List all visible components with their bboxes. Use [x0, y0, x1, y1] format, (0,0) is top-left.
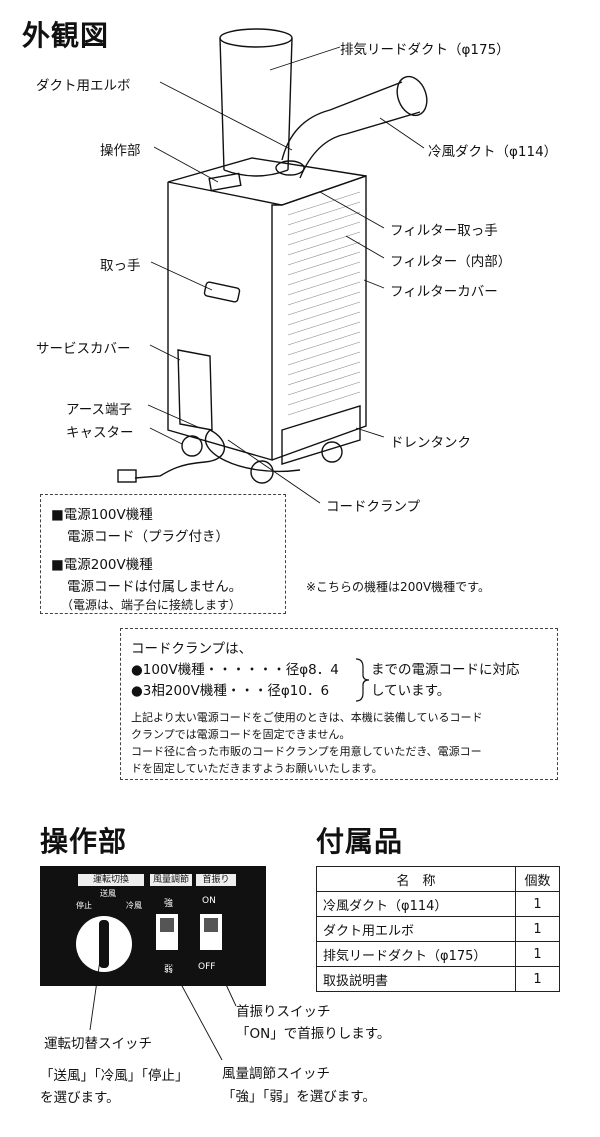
row-qty: 1 [515, 966, 560, 992]
label-exhaust-duct: 排気リードダクト（φ175） [340, 42, 510, 58]
label-control-panel: 操作部 [100, 143, 141, 159]
clamp-note-4: ドを固定していただきますようお願いいたします。 [131, 762, 383, 775]
clamp-heading: コードクランプは、 [131, 641, 253, 657]
power-100v-desc: 電源コード（プラグ付き） [67, 529, 229, 545]
row-name: 冷風ダクト（φ114） [316, 891, 516, 917]
label-cord-clamp: コードクランプ [326, 499, 421, 515]
airflow-header: 風量調節 [150, 874, 192, 886]
label-filter-cover: フィルターカバー [390, 284, 498, 300]
row-qty: 1 [515, 941, 560, 967]
mode-switch-callout: 運転切替スイッチ [44, 1036, 152, 1052]
table-row: 排気リードダクト（φ175） 1 [316, 941, 560, 967]
mode-switch-desc-2: を選びます。 [40, 1090, 120, 1106]
knob-indicator [99, 920, 109, 968]
swing-header: 首振り [196, 874, 236, 886]
table-row: 取扱説明書 1 [316, 966, 560, 992]
label-drain-tank: ドレンタンク [390, 435, 471, 451]
power-200v-note: （電源は、端子台に接続します） [61, 598, 242, 612]
label-cold-duct: 冷風ダクト（φ114） [428, 144, 558, 160]
mode-switch-knob[interactable] [76, 916, 132, 972]
airflow-switch-desc: 「強」「弱」を選びます。 [222, 1089, 376, 1105]
airflow-switch-rocker[interactable] [156, 914, 178, 950]
label-duct-elbow: ダクト用エルボ [36, 78, 131, 94]
cooler-illustration [117, 28, 428, 504]
table-header-row: 名 称 個数 [316, 866, 560, 892]
row-qty: 1 [515, 916, 560, 942]
label-handle: 取っ手 [100, 258, 141, 274]
weak-label: 弱 [164, 965, 174, 975]
control-panel-image: 運転切換 風量調節 首振り 送風 停止 冷風 強 弱 ON OFF [40, 866, 266, 986]
power-200v-heading: ■電源200V機種 [51, 557, 153, 573]
label-filter-inner: フィルター（内部） [390, 254, 512, 270]
mode-switch-desc-1: 「送風」「冷風」「停止」 [40, 1068, 189, 1084]
model-note: ※こちらの機種は200V機種です。 [306, 580, 490, 594]
swing-switch-callout: 首振りスイッチ [236, 1004, 331, 1020]
table-row: 冷風ダクト（φ114） 1 [316, 891, 560, 917]
mode-header: 運転切換 [78, 874, 144, 886]
on-label: ON [202, 896, 216, 906]
clamp-note-1: 上記より太い電源コードをご使用のときは、本機に装備しているコード [131, 711, 483, 724]
pos-cool-label: 冷風 [126, 901, 142, 910]
brace-icon [355, 658, 370, 702]
row-qty: 1 [515, 891, 560, 917]
clamp-info-box: コードクランプは、 ●100V機種・・・・・・径φ8．4 ●3相200V機種・・… [120, 628, 558, 780]
pos-fan-label: 送風 [100, 889, 116, 898]
strong-label: 強 [164, 899, 174, 909]
clamp-right-2: しています。 [371, 683, 451, 699]
table-row: ダクト用エルボ 1 [316, 916, 560, 942]
control-title: 操作部 [40, 825, 128, 858]
exterior-title: 外観図 [22, 19, 110, 52]
off-label: OFF [198, 962, 216, 972]
col-name: 名 称 [316, 866, 516, 892]
clamp-note-3: コード径に合った市販のコードクランプを用意していただき、電源コー [131, 745, 482, 758]
clamp-note-2: クランプでは電源コードを固定できません。 [131, 728, 351, 741]
clamp-right-1: までの電源コードに対応 [371, 662, 520, 678]
clamp-row-100v: ●100V機種・・・・・・径φ8．4 [131, 662, 339, 678]
accessories-table: 名 称 個数 冷風ダクト（φ114） 1 ダクト用エルボ 1 排気リードダクト（… [316, 866, 560, 992]
label-ground-terminal: アース端子 [66, 402, 133, 418]
pos-stop-label: 停止 [76, 901, 92, 910]
label-caster: キャスター [66, 425, 134, 441]
row-name: 取扱説明書 [316, 966, 516, 992]
label-service-cover: サービスカバー [36, 341, 131, 357]
swing-switch-desc: 「ON」で首振りします。 [236, 1026, 391, 1042]
swing-switch-rocker[interactable] [200, 914, 222, 950]
power-200v-desc: 電源コードは付属しません。 [67, 579, 243, 595]
row-name: 排気リードダクト（φ175） [316, 941, 516, 967]
power-100v-heading: ■電源100V機種 [51, 507, 153, 523]
row-name: ダクト用エルボ [316, 916, 516, 942]
label-filter-handle: フィルター取っ手 [390, 223, 498, 239]
clamp-row-200v: ●3相200V機種・・・径φ10．6 [131, 683, 330, 699]
col-qty: 個数 [515, 866, 560, 892]
airflow-switch-callout: 風量調節スイッチ [222, 1066, 330, 1082]
power-info-box: ■電源100V機種 電源コード（プラグ付き） ■電源200V機種 電源コードは付… [40, 494, 286, 614]
accessories-title: 付属品 [316, 825, 404, 858]
